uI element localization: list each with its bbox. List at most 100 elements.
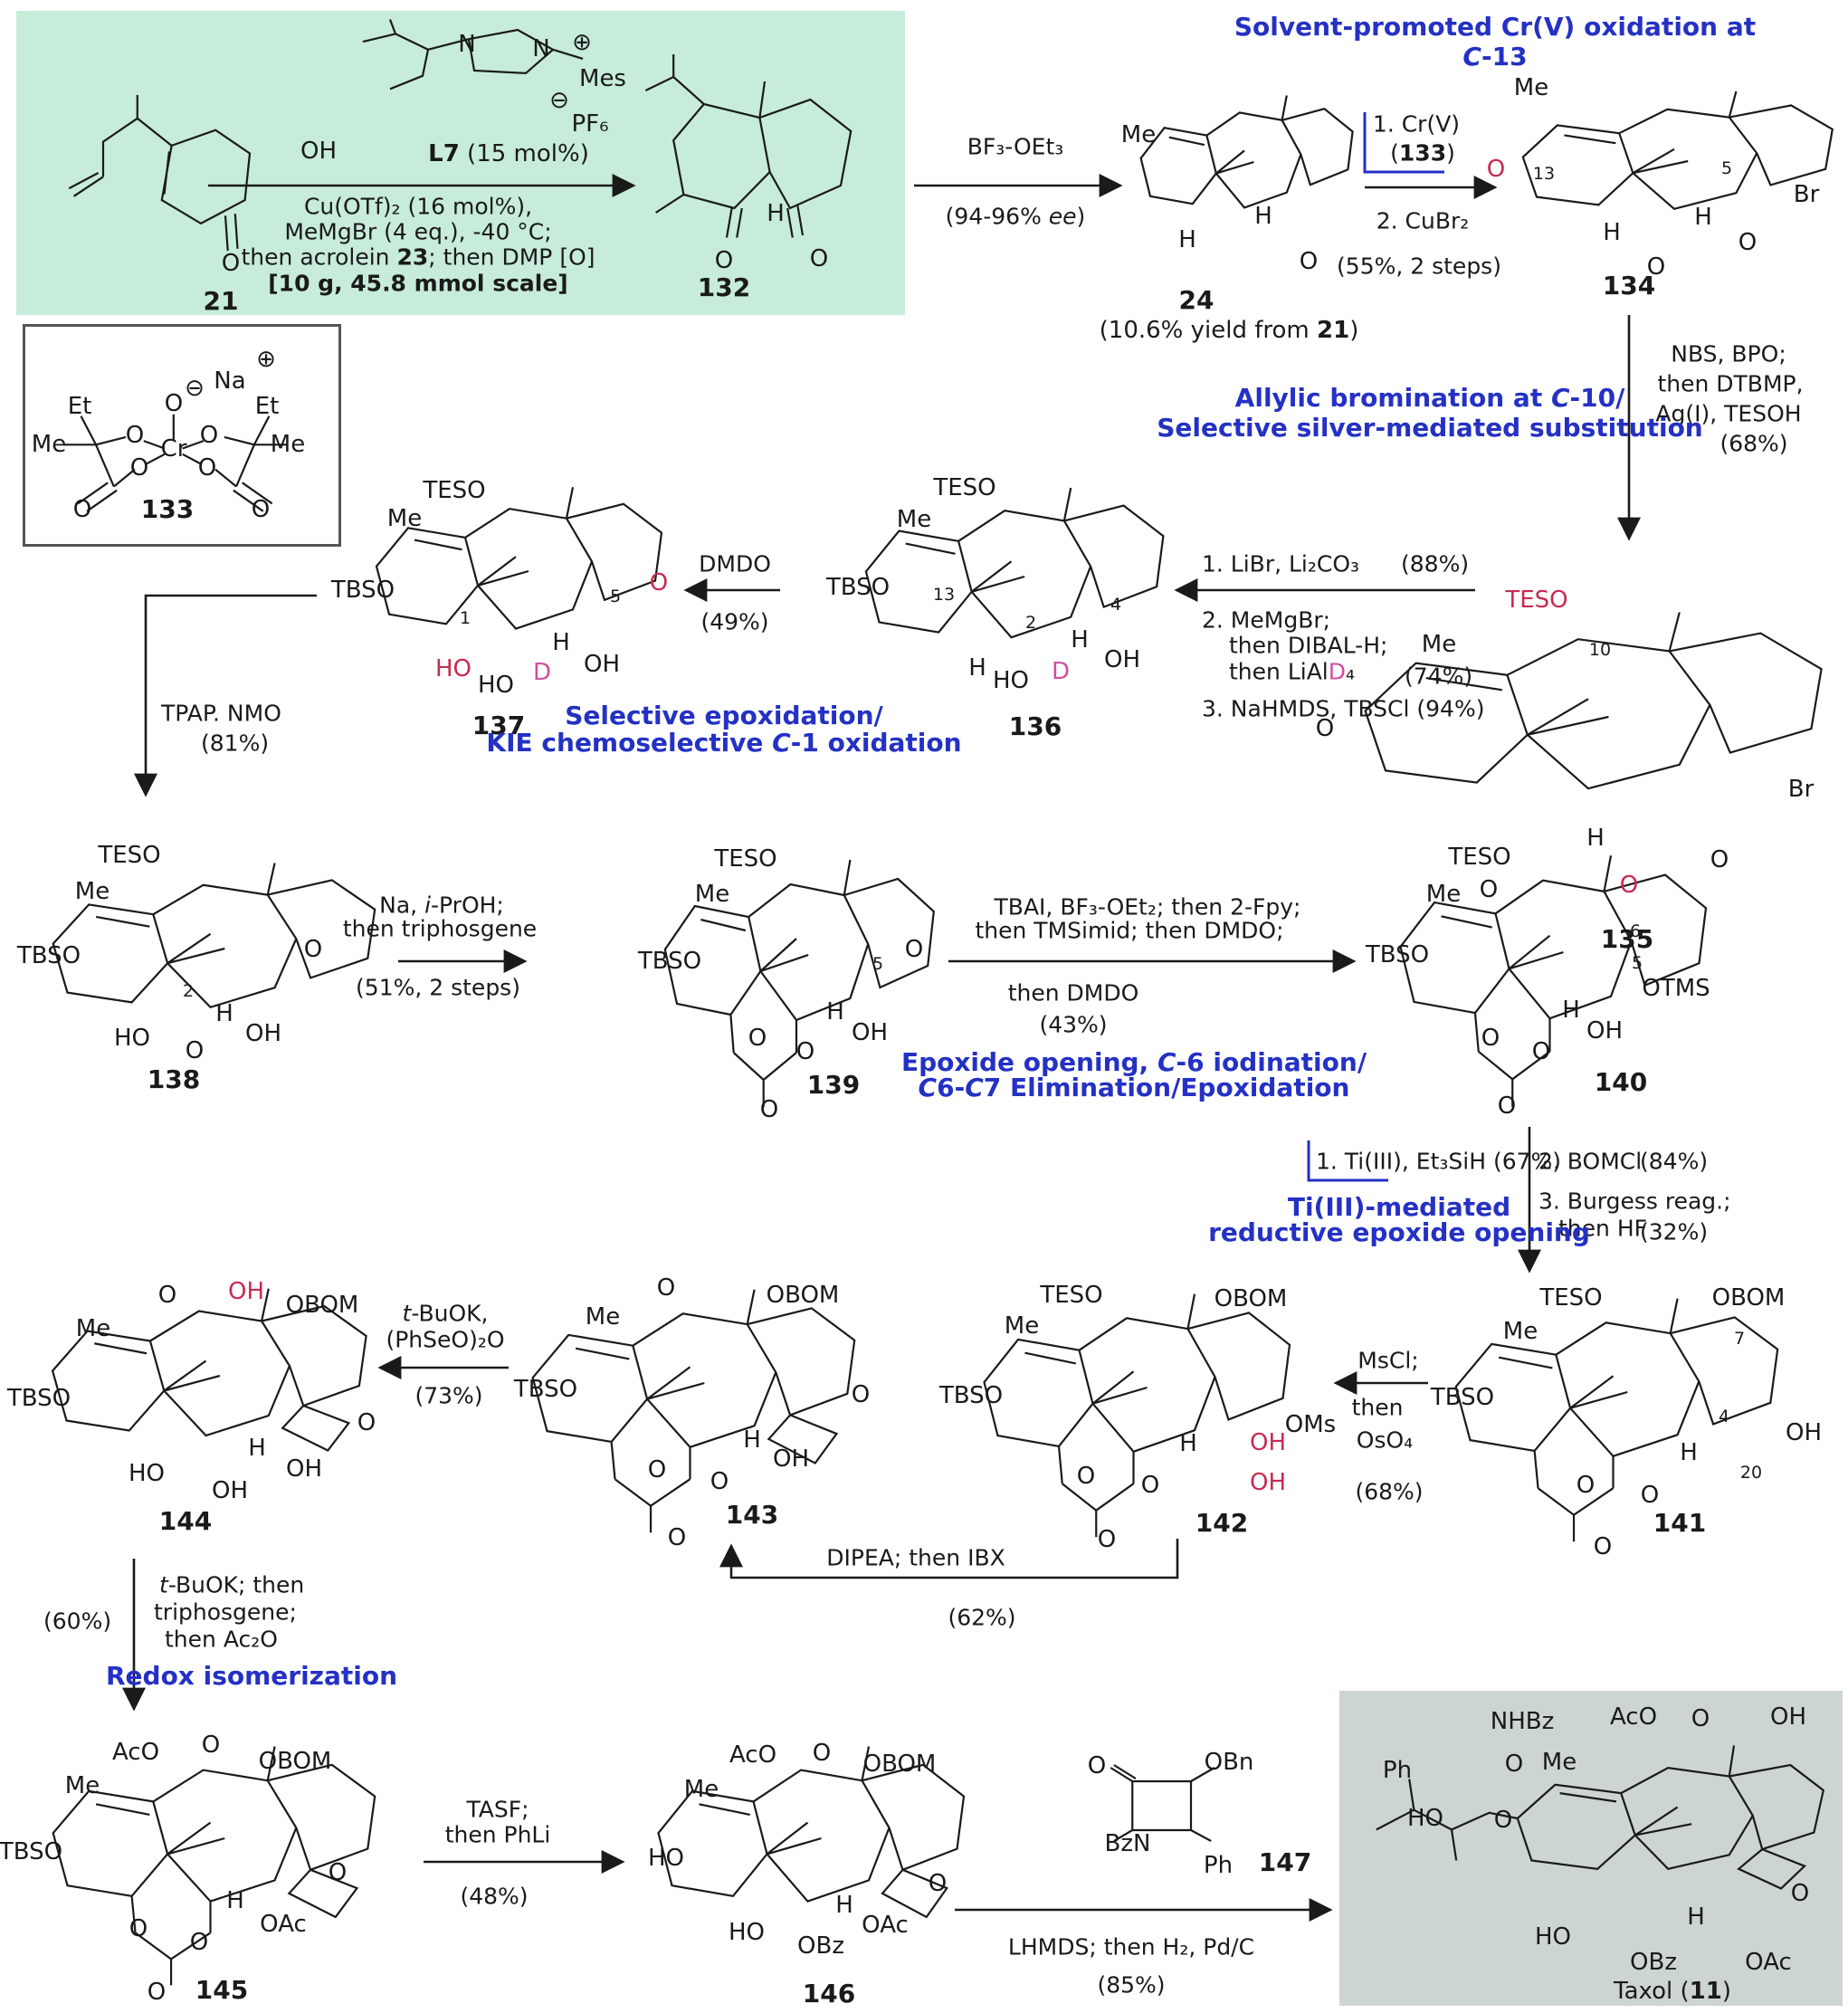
reagent-text: 1. LiBr, Li₂CO₃ — [1202, 550, 1360, 577]
reagent-text: (32%) — [1640, 1218, 1709, 1245]
atom-label-140: TBSO — [1365, 941, 1430, 969]
reagent-text-run: i — [424, 892, 432, 919]
caption-run: (10.6% yield from — [1099, 317, 1318, 345]
atom-label-137: TESO — [423, 477, 486, 505]
compound-136-skeleton — [846, 475, 1176, 729]
atom-label-135: H — [1586, 825, 1605, 853]
atom-label-132: H — [767, 200, 785, 228]
reagent-text-run: 23 — [396, 243, 429, 271]
compound-145-skeleton — [32, 1733, 389, 1996]
atom-label-146: O — [812, 1740, 832, 1768]
atom-label-137: Me — [386, 505, 423, 533]
atom-label-144: O — [357, 1409, 376, 1437]
atom-label-142: Me — [1004, 1312, 1040, 1340]
atom-label-145: O — [189, 1929, 209, 1957]
atom-label-139: O — [748, 1025, 767, 1053]
atom-label-141: 20 — [1739, 1463, 1763, 1484]
compound-number-145: 145 — [195, 1974, 249, 2005]
atom-label-135: TESO — [1505, 587, 1568, 615]
atom-label-146: OBz — [797, 1932, 844, 1961]
bond-lines — [376, 487, 662, 628]
bond-lines — [1376, 1745, 1824, 1888]
atom-label-taxol: HO — [1534, 1923, 1572, 1951]
atom-label-137: 5 — [609, 587, 622, 607]
atom-label-L7: PF₆ — [571, 110, 609, 138]
atom-label-146: Me — [683, 1776, 719, 1804]
atom-label-133: O — [129, 454, 149, 482]
atom-label-141: OBOM — [1711, 1284, 1786, 1312]
atom-label-134: Me — [1513, 74, 1549, 102]
atom-label-136: OH — [1103, 646, 1141, 674]
atom-label-133: ⊖ — [185, 375, 205, 403]
atom-label-142: TBSO — [938, 1382, 1004, 1410]
atom-label-132: O — [809, 245, 829, 273]
atom-label-143: TBSO — [513, 1376, 578, 1404]
atom-label-140: O — [1619, 872, 1639, 900]
atom-label-134: O — [1646, 253, 1666, 281]
step-annotation-run: -6 iodination/ — [1176, 1046, 1367, 1077]
atom-label-139: TBSO — [637, 948, 702, 976]
atom-label-141: 7 — [1733, 1329, 1746, 1350]
reagent-text-run: (94-96% — [945, 203, 1049, 230]
bond-lines — [1456, 1299, 1778, 1541]
atom-label-taxol: OAc — [1745, 1949, 1792, 1977]
atom-label-142: H — [1179, 1430, 1197, 1458]
atom-label-144: OH — [285, 1455, 323, 1484]
reagent-text-run: ; then DMP [O] — [428, 243, 595, 271]
reagent-text: (68%) — [1355, 1478, 1424, 1505]
atom-label-24: O — [1299, 248, 1319, 276]
substrate-highlight-box — [16, 11, 905, 315]
compound-number-146: 146 — [802, 1978, 856, 2008]
atom-label-135: Me — [1421, 631, 1457, 659]
reagent-text: (43%) — [1039, 1011, 1108, 1038]
step-annotation-run: -1 oxidation — [790, 727, 962, 758]
step-annotation-run: 7 Elimination/Epoxidation — [983, 1072, 1350, 1102]
atom-label-147: Ph — [1203, 1852, 1234, 1880]
caption: Taxol (11) — [1614, 1978, 1731, 2006]
reagent-text-run: then LiAl — [1229, 658, 1329, 685]
atom-label-138: Me — [74, 878, 110, 906]
compound-138-skeleton — [32, 851, 389, 1095]
compound-number-141: 141 — [1653, 1507, 1707, 1538]
step-annotation: Redox isomerization — [105, 1660, 398, 1691]
step-annotation-run: C — [1157, 1046, 1176, 1077]
atom-label-141: OH — [1785, 1419, 1823, 1447]
step-annotation-run: C — [1550, 382, 1570, 413]
bond-lines — [63, 415, 288, 511]
atom-label-133: O — [251, 496, 271, 524]
atom-label-142: O — [1140, 1472, 1160, 1500]
reagent-text: (88%) — [1401, 550, 1470, 577]
atom-label-L7: OH — [300, 138, 338, 166]
reagent-text: triphosgene; — [154, 1598, 297, 1626]
atom-label-135: 10 — [1588, 640, 1612, 661]
reagent-text: TPAP. NMO — [161, 700, 281, 727]
atom-label-136: 13 — [932, 585, 956, 606]
reagent-text: (81%) — [201, 730, 270, 757]
atom-label-141: H — [1680, 1439, 1698, 1467]
bond-lines — [363, 19, 583, 89]
atom-label-138: TBSO — [16, 942, 81, 970]
atom-label-L7: N — [532, 35, 550, 63]
atom-label-141: O — [1640, 1482, 1660, 1510]
atom-label-142: OMs — [1284, 1411, 1337, 1439]
reagent-text-run: Na, — [379, 892, 425, 919]
compound-135-skeleton — [1335, 597, 1842, 896]
compound-number-134: 134 — [1602, 270, 1656, 301]
compound-number-139: 139 — [806, 1069, 861, 1100]
step-annotation-run: -10/ — [1569, 382, 1625, 413]
atom-label-140: Me — [1425, 881, 1462, 909]
atom-label-138: 2 — [182, 981, 195, 1002]
atom-label-145: AcO — [111, 1739, 160, 1767]
atom-label-137: D — [532, 659, 552, 687]
compound-number-144: 144 — [158, 1505, 213, 1536]
step-annotation: Epoxide opening, C-6 iodination/ — [901, 1046, 1367, 1077]
atom-label-141: 4 — [1718, 1407, 1730, 1427]
atom-label-140: 5 — [1631, 953, 1643, 974]
atom-label-146: AcO — [729, 1741, 777, 1770]
bond-lines — [533, 1290, 855, 1532]
step-annotation: Allylic bromination at C-10/ — [1235, 382, 1625, 413]
atom-label-141: O — [1593, 1533, 1613, 1561]
reagent-text: 3. NaHMDS, TBSCl (94%) — [1202, 695, 1485, 722]
reagent-text: t-BuOK; then — [159, 1572, 304, 1599]
atom-label-139: 5 — [872, 954, 884, 975]
